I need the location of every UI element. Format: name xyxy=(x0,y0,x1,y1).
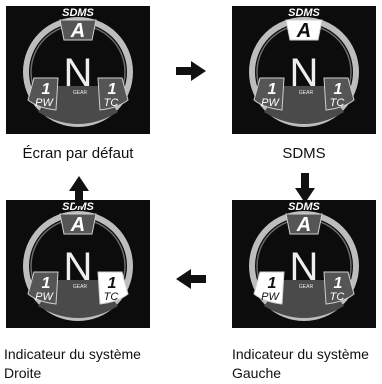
tc-segment xyxy=(323,271,355,305)
gear-label: N xyxy=(290,245,319,289)
arrow-right-icon xyxy=(176,61,206,81)
sdms-label: SDMS xyxy=(62,7,94,19)
caption-line: Droite xyxy=(4,365,42,381)
tc-unit: TC xyxy=(330,97,345,109)
caption-line: Indicateur du système xyxy=(232,346,369,362)
caption-default-screen: Écran par défaut xyxy=(6,144,150,163)
tc-value: 1 xyxy=(334,81,343,98)
sdms-label: SDMS xyxy=(62,201,94,213)
caption-line: Gauche xyxy=(232,365,282,381)
bottom-segment xyxy=(38,280,118,318)
pw-unit: PW xyxy=(261,97,280,109)
tc-value: 1 xyxy=(108,81,117,98)
tc-segment xyxy=(323,77,355,111)
pw-segment xyxy=(253,77,285,111)
tc-value: 1 xyxy=(108,275,117,292)
mode-segment xyxy=(285,19,323,41)
gear-caption: GEAR xyxy=(299,90,314,96)
mode-label: A xyxy=(70,214,85,236)
pw-segment xyxy=(27,77,59,111)
gear-caption: GEAR xyxy=(73,90,88,96)
tc-unit: TC xyxy=(104,97,119,109)
gear-caption: GEAR xyxy=(299,284,314,290)
sdms-label: SDMS xyxy=(288,7,320,19)
arrow-left-icon xyxy=(176,269,206,289)
mode-label: A xyxy=(296,20,311,42)
gear-caption: GEAR xyxy=(73,284,88,290)
caption-line: Indicateur du système xyxy=(4,346,141,362)
mode-segment xyxy=(285,213,323,235)
bottom-segment xyxy=(38,86,118,124)
caption-right-indicator: Indicateur du système Droite xyxy=(4,345,141,383)
gear-label: N xyxy=(290,51,319,95)
arrow-up-icon xyxy=(69,176,89,206)
pw-segment xyxy=(253,271,285,305)
arrow-down-icon xyxy=(295,173,315,203)
tc-unit: TC xyxy=(104,291,119,303)
caption-line: Écran par défaut xyxy=(22,145,134,162)
pw-value: 1 xyxy=(42,81,51,98)
sdms-label: SDMS xyxy=(288,201,320,213)
pw-value: 1 xyxy=(42,275,51,292)
tc-unit: TC xyxy=(330,291,345,303)
caption-sdms: SDMS xyxy=(232,144,376,163)
mode-segment xyxy=(59,213,97,235)
mode-label: A xyxy=(70,20,85,42)
pw-unit: PW xyxy=(35,291,54,303)
gear-label: N xyxy=(64,51,93,95)
pw-value: 1 xyxy=(268,275,277,292)
tc-value: 1 xyxy=(334,275,343,292)
pw-segment xyxy=(27,271,59,305)
gear-label: N xyxy=(64,245,93,289)
pw-unit: PW xyxy=(261,291,280,303)
bottom-segment xyxy=(264,280,344,318)
mode-label: A xyxy=(296,214,311,236)
caption-line: SDMS xyxy=(282,145,326,162)
pw-value: 1 xyxy=(268,81,277,98)
bottom-segment xyxy=(264,86,344,124)
pw-unit: PW xyxy=(35,97,54,109)
mode-segment xyxy=(59,19,97,41)
tc-segment xyxy=(97,77,129,111)
caption-left-indicator: Indicateur du système Gauche xyxy=(232,345,369,383)
tc-segment xyxy=(97,271,129,305)
